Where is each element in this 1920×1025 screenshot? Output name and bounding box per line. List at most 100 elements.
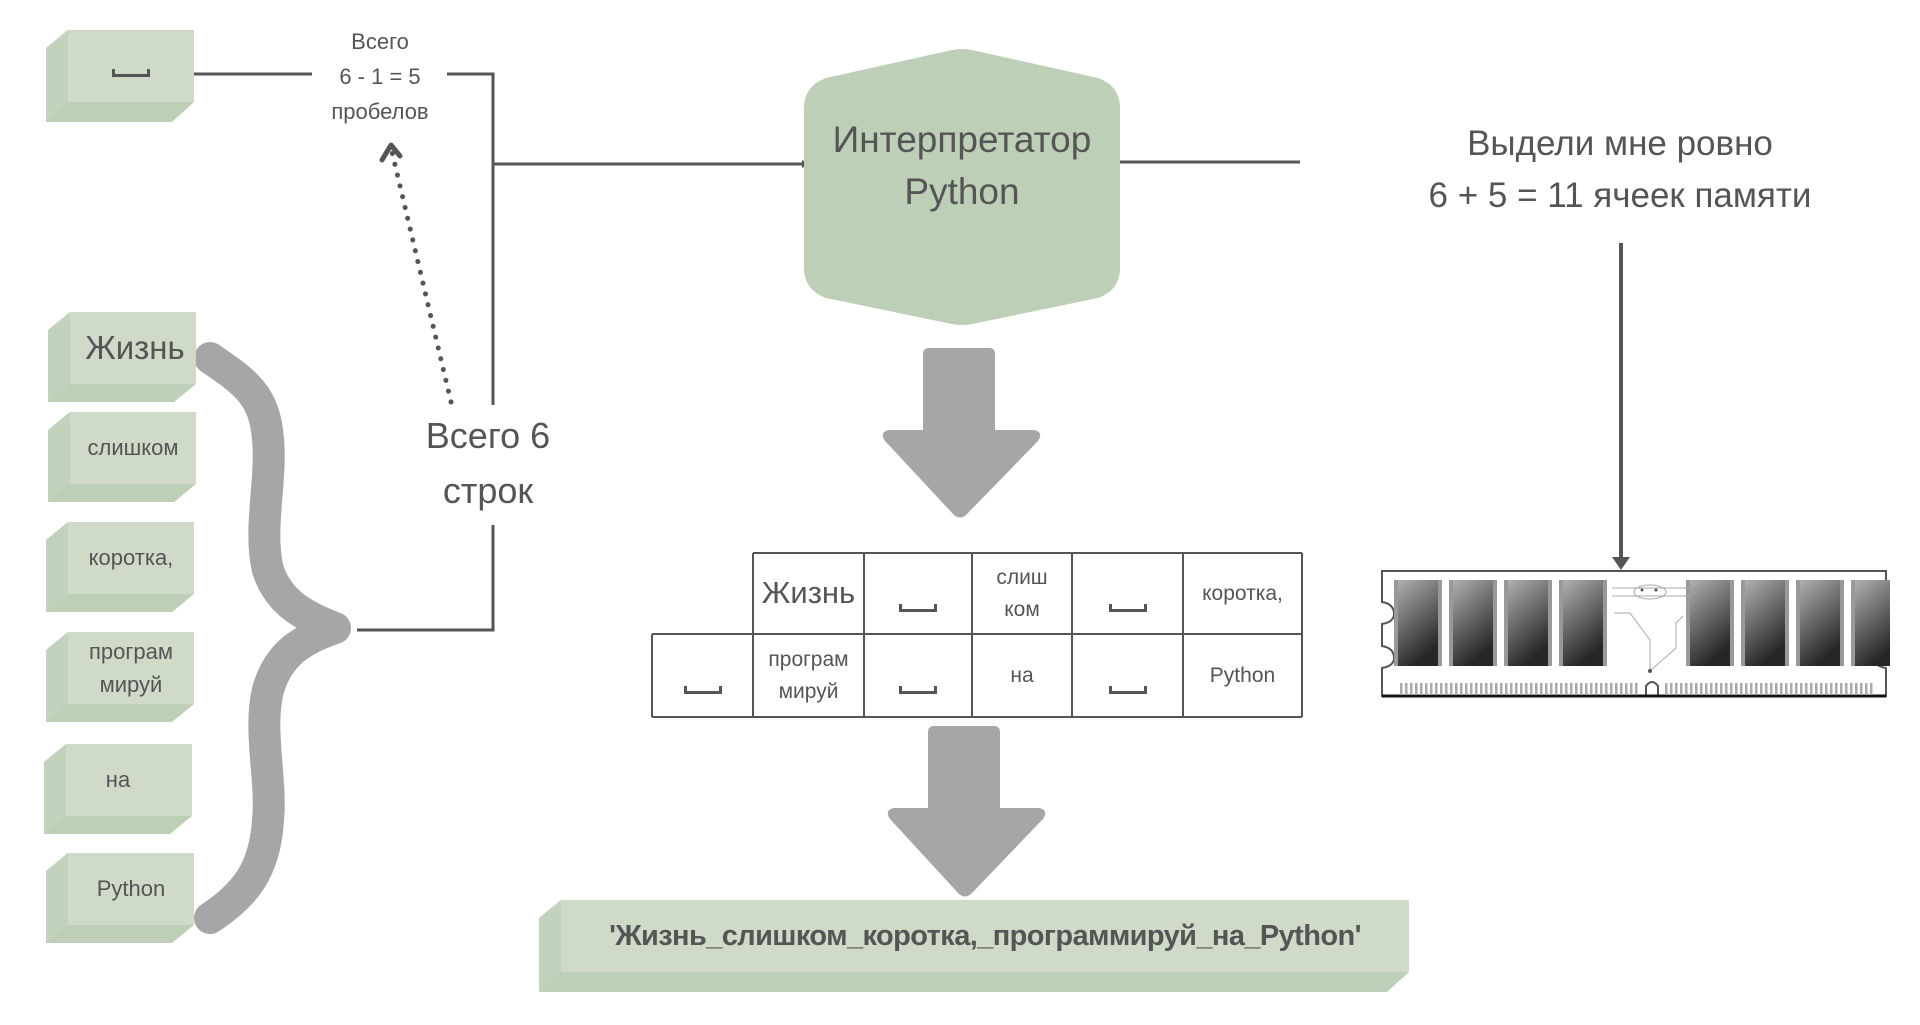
curly-brace — [194, 342, 351, 934]
ram-contact-pin — [1815, 683, 1818, 695]
memory-cell: Жизнь — [761, 575, 856, 611]
connector-brace-to-trunk — [357, 525, 495, 632]
ram-contact-pin — [1785, 683, 1788, 695]
ram-contact-pin — [1460, 683, 1463, 695]
memory-cell: коротка, — [1202, 581, 1283, 605]
word-block: Python — [46, 853, 194, 943]
memory-cell-space — [1072, 634, 1183, 717]
ram-contact-pin — [1495, 683, 1498, 695]
connector-note-to-trunk — [447, 72, 495, 405]
ram-contact-pin — [1865, 683, 1868, 695]
ram-contact-pin — [1500, 683, 1503, 695]
ram-contact-pin — [1530, 683, 1533, 695]
memory-cell-space — [864, 553, 972, 634]
ram-chip-pins — [1438, 580, 1442, 666]
ram-contact-pin — [1715, 683, 1718, 695]
ram-contact-pin — [1755, 683, 1758, 695]
ram-chip-pins — [1796, 580, 1800, 666]
ram-contact-pin — [1560, 683, 1563, 695]
ram-contact-pin — [1770, 683, 1773, 695]
ram-contact-pin — [1745, 683, 1748, 695]
ram-contact-pin — [1850, 683, 1853, 695]
ram-contact-pin — [1425, 683, 1428, 695]
ram-contact-pin — [1695, 683, 1698, 695]
ram-chip-pins — [1785, 580, 1789, 666]
ram-contact-pin — [1435, 683, 1438, 695]
ram-chip-pins — [1559, 580, 1563, 666]
ram-contact-pin — [1475, 683, 1478, 695]
space-symbol-icon — [899, 603, 937, 612]
ram-contact-pin — [1710, 683, 1713, 695]
ram-contact-pin — [1665, 683, 1668, 695]
word-block-label: Python — [96, 876, 166, 902]
word-block-label-line: мируй — [99, 672, 163, 697]
word-block-label-line: програм — [88, 639, 173, 664]
word-block: на — [44, 744, 192, 834]
ram-chip-pins — [1394, 580, 1398, 666]
ram-contact-pin — [1625, 683, 1628, 695]
ram-contact-pin — [1610, 683, 1613, 695]
dotted-arrow — [389, 149, 454, 405]
ram-chip — [1800, 580, 1840, 666]
big-arrow-down-2 — [887, 726, 1046, 897]
ram-contact-pin — [1725, 683, 1728, 695]
ram-contact-pin — [1825, 683, 1828, 695]
ram-contact-pin — [1455, 683, 1458, 695]
python-interpreter: Интерпретатор Python — [802, 48, 1122, 328]
ram-contact-pin — [1830, 683, 1833, 695]
memory-cell-line: мируй — [778, 679, 839, 703]
ram-chip-pins — [1840, 580, 1844, 666]
ram-chip — [1855, 580, 1890, 666]
spaces-note-line1: Всего — [351, 29, 409, 54]
memory-cell-space — [1072, 553, 1183, 634]
ram-contact-pin — [1535, 683, 1538, 695]
memory-request-line1: Выдели мне ровно — [1467, 124, 1773, 163]
big-arrow-down-1 — [882, 348, 1041, 518]
ram-contact-pin — [1860, 683, 1863, 695]
word-block-label: слишком — [87, 435, 179, 461]
space-block — [46, 30, 194, 122]
memory-cell-line: програм — [768, 647, 849, 671]
ram-contact-pin — [1505, 683, 1508, 695]
ram-chip — [1453, 580, 1493, 666]
space-symbol-icon — [1108, 685, 1147, 694]
ram-contact-pin — [1635, 683, 1638, 695]
ram-chip — [1690, 580, 1730, 666]
ram-contact-pin — [1690, 683, 1693, 695]
ram-contact-pin — [1520, 683, 1523, 695]
ram-contact-pin — [1800, 683, 1803, 695]
ram-contact-pin — [1465, 683, 1468, 695]
ram-contact-pin — [1750, 683, 1753, 695]
ram-contact-pin — [1470, 683, 1473, 695]
word-block-label: коротка, — [88, 545, 174, 571]
ram-contact-pin — [1480, 683, 1483, 695]
memory-request-line2: 6 + 5 = 11 ячеек памяти — [1428, 176, 1812, 215]
ram-chip — [1508, 580, 1548, 666]
space-symbol-icon — [112, 69, 150, 77]
ram-contact-pin — [1670, 683, 1673, 695]
ram-chip-pins — [1449, 580, 1453, 666]
ram-contact-pin — [1780, 683, 1783, 695]
ram-chip-pins — [1851, 580, 1855, 666]
space-symbol-icon — [899, 685, 937, 694]
ram-chip-pins — [1493, 580, 1497, 666]
ram-chip-pins — [1603, 580, 1607, 666]
ram-contact-pin — [1440, 683, 1443, 695]
strings-note-line1: Всего 6 — [425, 415, 551, 456]
ram-contact-pin — [1550, 683, 1553, 695]
ram-contact-pin — [1525, 683, 1528, 695]
ram-contact-pin — [1430, 683, 1433, 695]
ram-contact-pin — [1820, 683, 1823, 695]
ram-contact-pin — [1730, 683, 1733, 695]
ram-contact-pin — [1515, 683, 1518, 695]
result-string-block: 'Жизнь_слишком_коротка,_программируй_на_… — [539, 900, 1409, 992]
memory-cell-space — [864, 634, 972, 717]
ram-contact-pin — [1740, 683, 1743, 695]
ram-contact-pin — [1490, 683, 1493, 695]
ram-chip — [1398, 580, 1438, 666]
ram-contact-pin — [1630, 683, 1633, 695]
ram-contact-pin — [1410, 683, 1413, 695]
dotted-arrow-head — [379, 142, 403, 163]
ram-contact-pin — [1870, 683, 1873, 695]
